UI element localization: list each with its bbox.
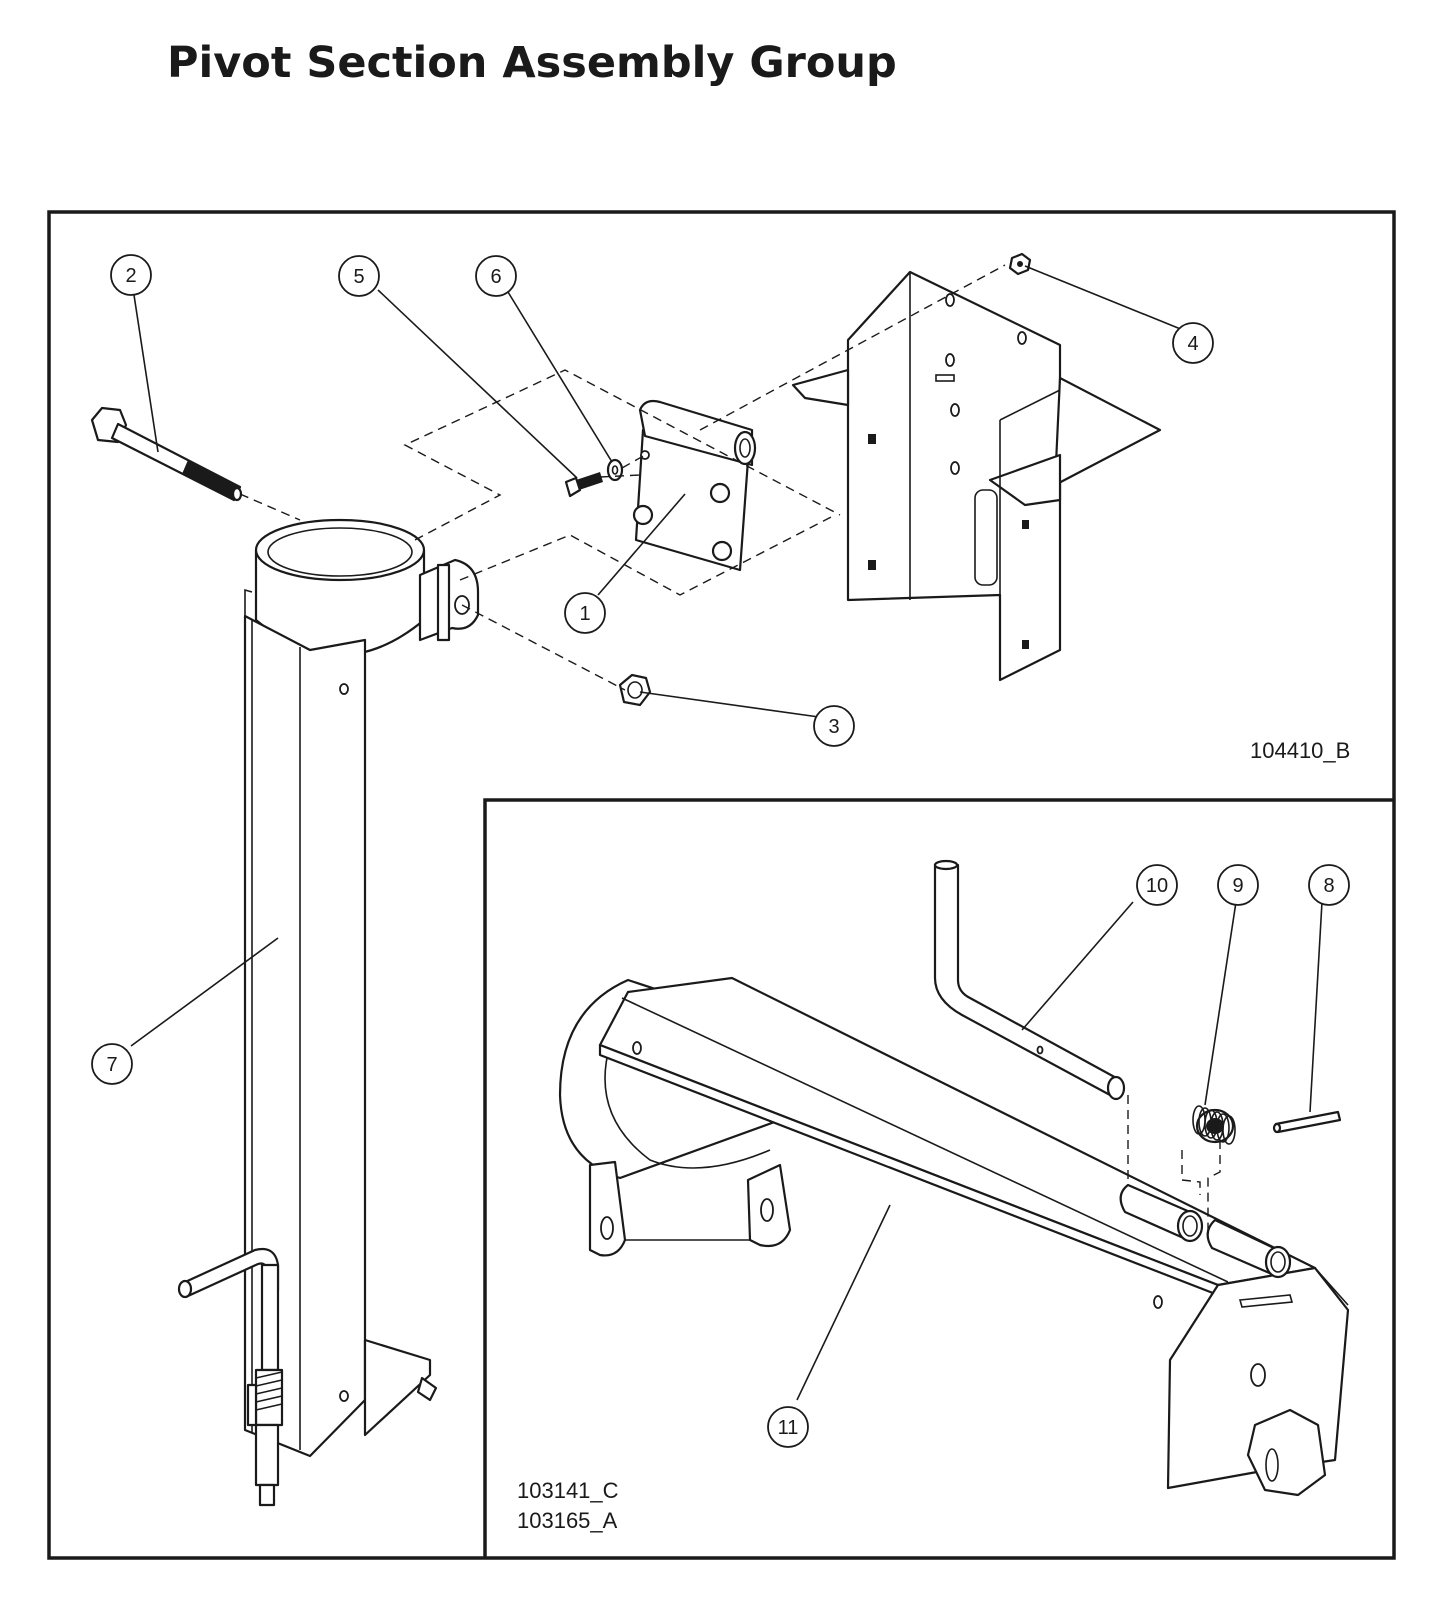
callout-7-label: 7 [106,1054,117,1076]
callout-5: 5 [338,255,380,297]
callout-6: 6 [475,255,517,297]
callout-11: 11 [767,1406,809,1448]
part-10-l-pin [933,859,1126,1101]
callout-1-label: 1 [579,603,590,625]
callout-3: 3 [813,705,855,747]
leader-lines [130,265,1323,1401]
callout-2-label: 2 [125,265,136,287]
callout-5-label: 5 [353,266,364,288]
outer-frame [47,210,1396,1560]
assembly-lines-upper [239,264,1006,691]
callout-10: 10 [1136,864,1178,906]
part-1-hinge-plate [632,399,757,572]
page-title: Pivot Section Assembly Group [167,38,897,88]
callout-8: 8 [1308,864,1350,906]
callout-3-label: 3 [828,716,839,738]
callout-4-label: 4 [1187,333,1198,355]
part-4-nut [1008,252,1032,276]
part-2-bolt [90,406,243,502]
part-3-nut [618,673,652,707]
callout-2: 2 [110,254,152,296]
callout-1: 1 [564,592,606,634]
callout-6-label: 6 [490,266,501,288]
drawing-number-lower-2: 103165_A [517,1508,618,1533]
part-9-spring [1192,1105,1236,1145]
callout-9-label: 9 [1232,875,1243,897]
part-5-small-bolt [564,472,603,498]
part-11-pivot-arm [558,976,1350,1497]
callout-11-label: 11 [778,1417,799,1439]
part-7-vertical-tube [177,518,480,1507]
assembly-lines-lower [1127,1095,1221,1232]
callout-8-label: 8 [1323,875,1334,897]
inset-frame [483,798,1394,1558]
callout-7: 7 [91,1043,133,1085]
callout-10-label: 10 [1146,875,1168,897]
drawing-number-lower-1: 103141_C [517,1478,619,1503]
callout-4: 4 [1172,322,1214,364]
callout-9: 9 [1217,864,1259,906]
drawing-number-upper: 104410_B [1250,738,1350,763]
mount-bracket [791,270,1162,682]
part-8-roll-pin [1272,1110,1342,1134]
part-6-washer [606,458,624,482]
